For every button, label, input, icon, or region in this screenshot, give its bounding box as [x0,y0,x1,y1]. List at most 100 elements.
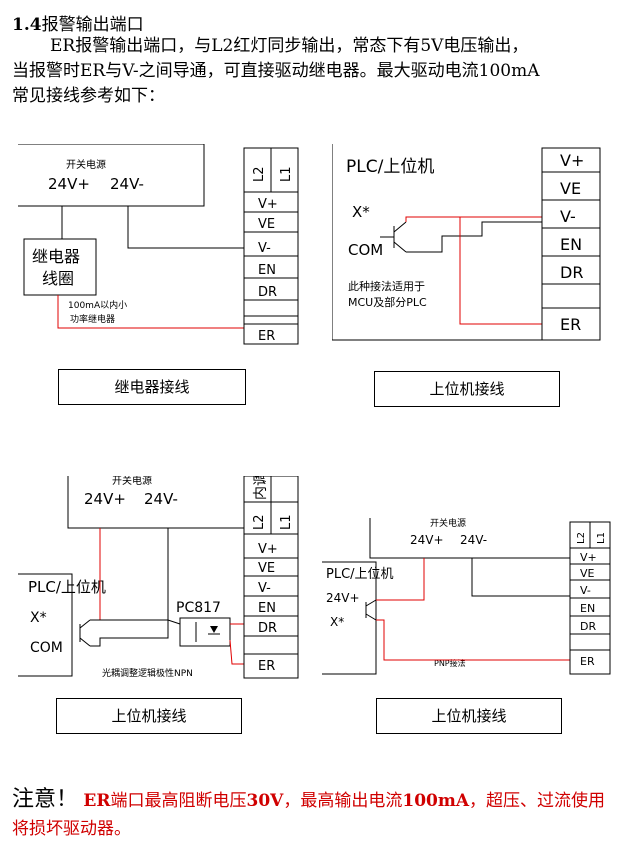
terminal-block: 内调 L2 L1 V+ VE V- EN DR ER [243,476,299,679]
terminal-er: ER [560,315,581,334]
section-title: 报警输出端口 [41,15,144,35]
host-wiring-caption-3: 上位机接线 [376,698,562,734]
v24-plus-label: 24V+ [84,490,126,508]
power-supply-box [67,476,244,529]
terminal-en: EN [560,235,582,254]
terminal-en: EN [580,602,595,615]
com-label: COM [348,241,383,259]
terminal-ve: VE [258,217,275,232]
v24-minus-label: 24V- [460,533,487,547]
power-supply-box [369,518,570,559]
host-wiring-diagram-optocoupler: 开关电源 24V+ 24V- PLC/上位机 X* COM PC817 光耦调整… [18,476,308,684]
terminal-vplus: V+ [560,151,584,170]
host-wiring-diagram-1: PLC/上位机 X* COM 此种接法适用于 MCU及部分PLC V+ VE V… [332,144,604,344]
relay-wiring-diagram: 开关电源 24V+ 24V- 继电器 线圈 100mA以内小 功率继电器 L2 … [18,144,308,354]
note-line-1: 此种接法适用于 [348,279,425,293]
host-wiring-caption-1: 上位机接线 [374,371,560,407]
description-paragraph: ER报警输出端口，与L2红灯同步输出，常态下有5V电压输出， 当报警时ER与V-… [12,34,612,109]
red-wire-er [459,217,542,325]
red-wire-x [405,216,542,222]
terminal-l2: L2 [252,514,267,530]
warning-text-1: 端口最高阻断电压 [110,791,247,811]
black-wire-vminus [471,558,570,597]
terminal-vminus: V- [258,581,271,596]
warning-note: 注意！ ER端口最高阻断电压30V，最高输出电流100mA，超压、过流使用将损坏… [12,786,616,843]
terminal-vplus: V+ [580,551,597,564]
terminal-er: ER [258,659,275,674]
warning-30v: 30V [246,791,284,811]
terminal-vplus: V+ [258,542,278,557]
terminal-neitiao: 内调 [253,476,269,500]
terminal-dr: DR [580,620,596,633]
com-label: COM [30,640,63,656]
plc-24vp-label: 24V+ [326,591,360,605]
transistor-symbol [365,599,377,621]
pnp-note: PNP接法 [434,658,466,668]
relay-label-2: 线圈 [42,269,74,288]
plc-box [332,144,542,341]
relay-note-2: 功率继电器 [70,313,115,325]
terminal-er: ER [580,655,595,668]
terminal-en: EN [258,601,276,616]
red-wire-er [376,619,570,661]
section-number: 1.4 [12,15,42,35]
x-label: X* [330,615,344,629]
terminal-vminus: V- [580,584,591,597]
note-line-2: MCU及部分PLC [348,295,427,309]
host-wiring-diagram-pnp: 开关电源 24V+ 24V- PLC/上位机 24V+ X* PNP接法 L2 … [322,518,614,678]
red-wire-er [57,295,244,329]
black-wire-com [406,221,542,253]
warning-notice: 注意！ [12,787,79,812]
terminal-ve: VE [258,561,275,576]
terminal-ve: VE [580,567,595,580]
plc-box [18,573,73,677]
terminal-dr: DR [258,285,277,300]
para-line-2: 当报警时ER与V-之间导通，可直接驱动继电器。最大驱动电流100mA [12,61,540,81]
plc-label: PLC/上位机 [346,157,434,177]
para-line-3: 常见接线参考如下： [12,86,165,106]
terminal-er: ER [258,329,275,344]
black-wire-com [90,528,169,647]
section-heading: 1.4报警输出端口 [12,10,144,35]
red-wire-er [229,639,244,665]
power-title: 开关电源 [430,518,466,529]
plc-label: PLC/上位机 [326,567,394,582]
terminal-l2: L2 [576,532,587,544]
optocoupler-label: PC817 [176,600,221,616]
red-wire-vminus [230,586,245,625]
red-wire-24vp [90,528,101,621]
v24-plus-label: 24V+ [48,175,90,193]
terminal-vplus: V+ [258,197,278,212]
power-title: 开关电源 [66,158,106,171]
terminal-l1: L1 [279,166,294,182]
warning-er: ER [83,791,111,811]
x-label: X* [352,203,370,221]
warning-100ma: 100mA [402,791,470,811]
terminal-l1: L1 [279,514,294,530]
plc-box [322,561,377,675]
warning-text-2: ，最高输出电流 [283,791,403,811]
terminal-vminus: V- [560,207,576,226]
terminal-vminus: V- [258,241,271,256]
v24-plus-label: 24V+ [410,533,444,547]
terminal-en: EN [258,263,276,278]
terminal-block: V+ VE V- EN DR ER [541,147,601,341]
relay-label-1: 继电器 [32,247,80,266]
terminal-ve: VE [560,179,581,198]
plc-label: PLC/上位机 [28,578,106,596]
power-title: 开关电源 [112,476,152,487]
red-wire-24vp [376,558,425,601]
terminal-block: L2 L1 V+ VE V- EN DR ER [243,147,299,345]
warning-text-3: ，超压、过流使用将损坏驱动器。 [12,791,606,839]
v24-minus-label: 24V- [144,490,178,508]
transistor-symbol [79,619,91,647]
black-wire-vminus [127,206,244,249]
terminal-block: L2 L1 V+ VE V- EN DR ER [569,521,611,675]
terminal-dr: DR [560,263,583,282]
black-wire-x [90,619,181,625]
optocoupler-note: 光耦调整逻辑极性NPN [102,667,193,679]
optocoupler-box [179,617,231,647]
power-supply-box [18,144,205,207]
transistor-symbol [380,221,407,253]
x-label: X* [30,610,47,626]
